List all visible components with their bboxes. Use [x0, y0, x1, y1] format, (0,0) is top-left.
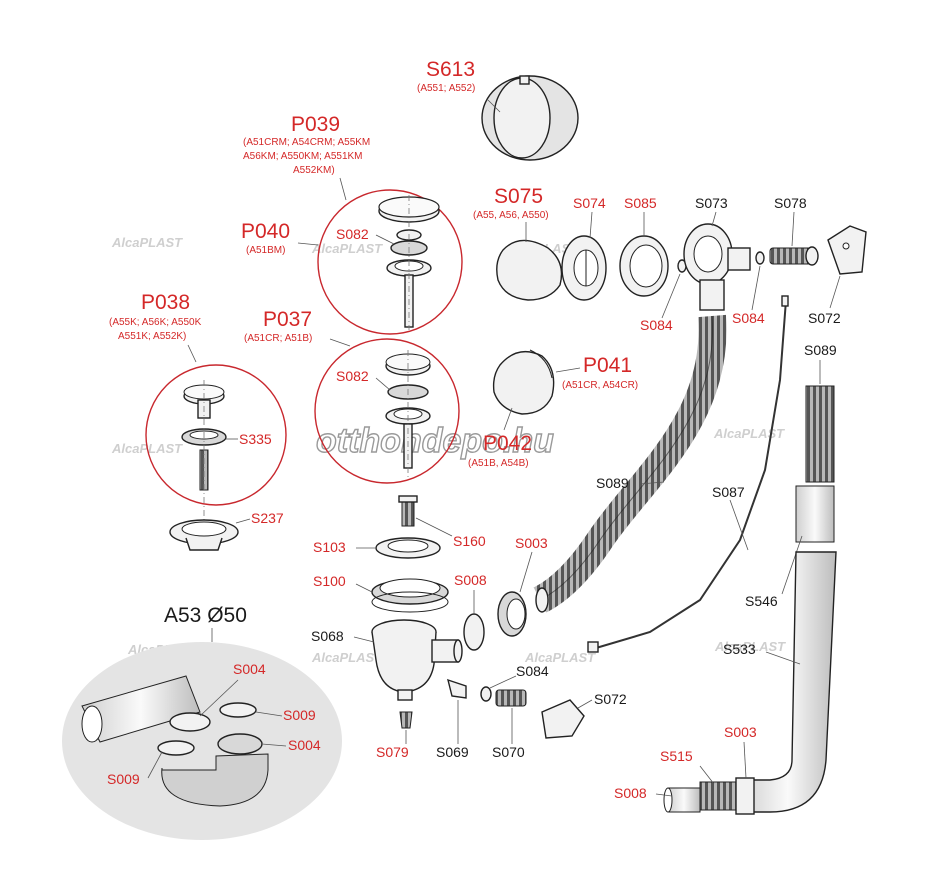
waste-flange-s237: [169, 519, 239, 551]
cap-s613: [481, 75, 579, 161]
screw-s160: [398, 495, 418, 527]
bowden-cable-s087: [595, 299, 787, 649]
label-s078: S078: [774, 195, 807, 211]
label-p042-models: (A51B, A54B): [468, 458, 529, 469]
drain-pipe-s533: [739, 551, 837, 813]
label-s003-b: S003: [724, 724, 757, 740]
label-s075-models: (A55, A56, A550): [473, 210, 549, 221]
gasket-s100: [371, 578, 449, 613]
gasket-s085: [619, 235, 669, 297]
label-p039: P039: [291, 113, 340, 136]
label-p039-models-2: A56KM; A550KM; A551KM: [243, 151, 363, 162]
label-p038-models-1: (A55K; A56K; A550K: [109, 317, 202, 328]
o-ring-s084-b: [755, 251, 765, 265]
brand-watermark: AlcaPLAST: [111, 235, 183, 250]
kit-circle-p039: [317, 189, 463, 335]
label-p041-models: (A51CR, A54CR): [562, 380, 638, 391]
label-s533: S533: [723, 641, 756, 657]
label-s009-b: S009: [107, 771, 140, 787]
flange-s103: [375, 537, 441, 559]
brand-watermark: AlcaPLAST: [524, 650, 596, 665]
label-s008-b: S008: [614, 785, 647, 801]
overflow-ring-s074: [561, 235, 607, 301]
waste-body-s068: [371, 619, 463, 701]
label-s089-b: S089: [804, 342, 837, 358]
label-s087: S087: [712, 484, 745, 500]
label-s072-top: S072: [808, 310, 841, 326]
kit-circle-p037: [314, 338, 460, 484]
label-p038-models-2: A551K; A552K): [118, 331, 186, 342]
label-p037: P037: [263, 308, 312, 331]
overflow-cover-s075: [496, 239, 563, 301]
label-s100: S100: [313, 573, 346, 589]
brand-watermark: AlcaPLAST: [311, 650, 383, 665]
popup-plug-p037: [385, 350, 431, 480]
label-s515: S515: [660, 748, 693, 764]
corrugated-hose-s089-b: [805, 385, 835, 483]
label-p041: P041: [583, 354, 632, 377]
label-s613: S613: [426, 58, 475, 81]
label-p042: P042: [483, 432, 532, 455]
label-s003-a: S003: [515, 535, 548, 551]
label-s082-top: S082: [336, 226, 369, 242]
label-p037-models: (A51CR; A51B): [244, 333, 312, 344]
label-s009-a: S009: [283, 707, 316, 723]
label-s085: S085: [624, 195, 657, 211]
label-s089-a: S089: [596, 475, 629, 491]
nut-s003: [497, 591, 527, 637]
brand-watermark: AlcaPLAST: [713, 426, 785, 441]
brand-watermark: AlcaPLAST: [311, 241, 383, 256]
label-s237: S237: [251, 510, 284, 526]
label-s103: S103: [313, 539, 346, 555]
label-s073: S073: [695, 195, 728, 211]
overflow-cover-p041: [492, 349, 555, 415]
label-s004-b: S004: [288, 737, 321, 753]
label-s068: S068: [311, 628, 344, 644]
label-p040-models: (A51BM): [246, 245, 285, 256]
label-s070: S070: [492, 744, 525, 760]
click-clack-plug-p038: [181, 380, 227, 550]
popup-plug-p039: [378, 195, 440, 330]
actuator-s078: [769, 246, 819, 266]
small-parts-row: [399, 678, 585, 739]
label-p040: P040: [241, 220, 290, 243]
label-s008-a: S008: [454, 572, 487, 588]
pipe-sleeve-s546: [795, 485, 835, 543]
label-s546: S546: [745, 593, 778, 609]
label-s079: S079: [376, 744, 409, 760]
mounting-plate-s072-top: [827, 225, 867, 275]
label-s004-a: S004: [233, 661, 266, 677]
gasket-s008: [463, 613, 485, 651]
site-watermark: otthondepo.hu: [316, 422, 554, 460]
pipe-end-assembly: [663, 777, 755, 815]
overflow-body-s073: [683, 223, 751, 311]
label-p038: P038: [141, 291, 190, 314]
brand-watermark: AlcaPLAST: [714, 639, 786, 654]
label-s074: S074: [573, 195, 606, 211]
label-s072-bottom: S072: [594, 691, 627, 707]
label-s084-b: S084: [732, 310, 765, 326]
label-s069: S069: [436, 744, 469, 760]
siphon-a53: [81, 675, 269, 807]
label-s082-bottom: S082: [336, 368, 369, 384]
label-s160: S160: [453, 533, 486, 549]
label-p039-models-3: A552KM): [293, 165, 335, 176]
label-s075: S075: [494, 185, 543, 208]
label-a53: A53 Ø50: [164, 604, 247, 627]
label-s084-a: S084: [640, 317, 673, 333]
label-s335: S335: [239, 431, 272, 447]
label-s084-c: S084: [516, 663, 549, 679]
kit-circle-p038: [145, 364, 287, 506]
label-p039-models-1: (A51CRM; A54CRM; A55KM: [243, 137, 370, 148]
label-s613-models: (A551; A552): [417, 83, 475, 94]
